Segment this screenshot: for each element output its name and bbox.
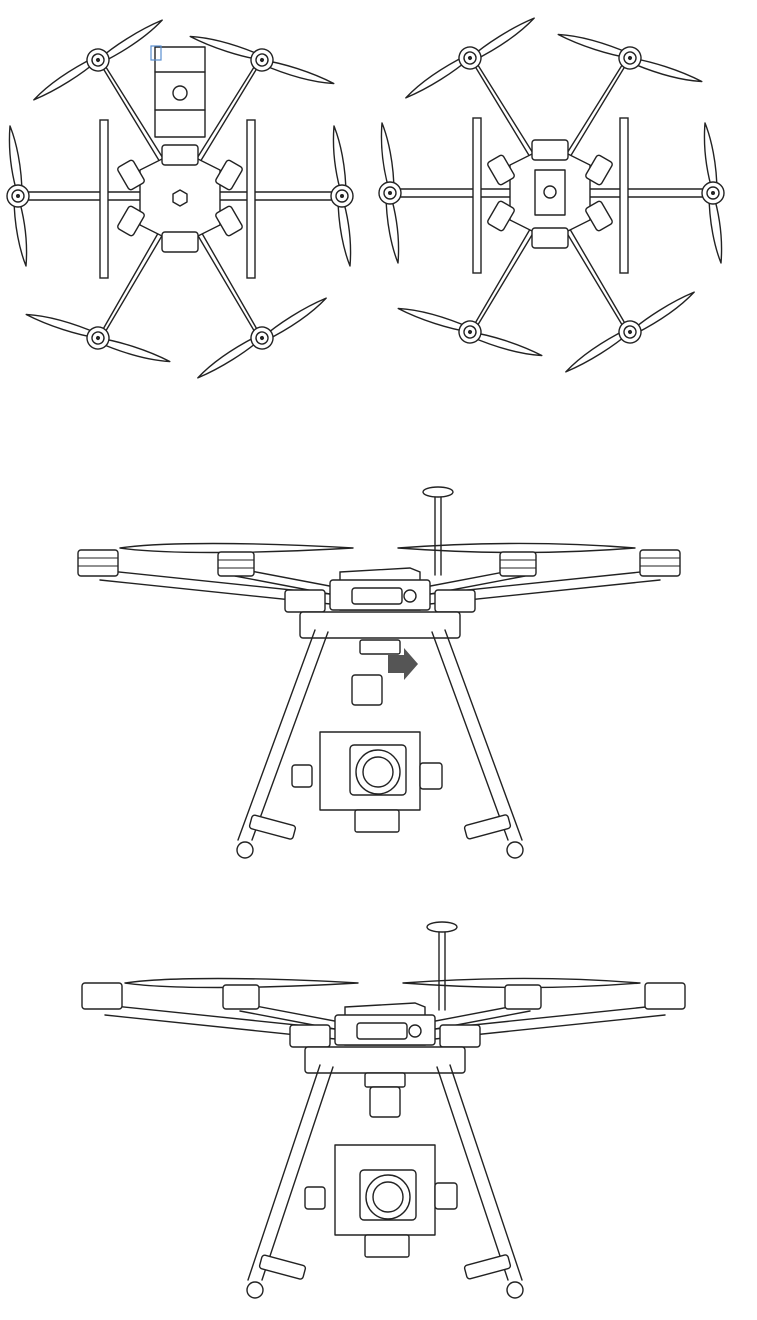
motor-outer-left (78, 550, 118, 576)
top-view-mount-removed (375, 0, 735, 385)
front-view-gimbal-installed-drawing (60, 915, 700, 1310)
motor-inner-right (500, 552, 536, 576)
motor-outer-right (640, 550, 680, 576)
top-view-mount-attached-drawing (0, 0, 360, 385)
front-view-gimbal-sliding-drawing (60, 480, 700, 870)
top-view-mount-removed-drawing (375, 0, 735, 385)
front-view-gimbal-sliding (60, 480, 700, 870)
top-view-mount-attached (0, 0, 360, 385)
front-view-gimbal-installed (60, 915, 700, 1310)
motor-inner-left (218, 552, 254, 576)
